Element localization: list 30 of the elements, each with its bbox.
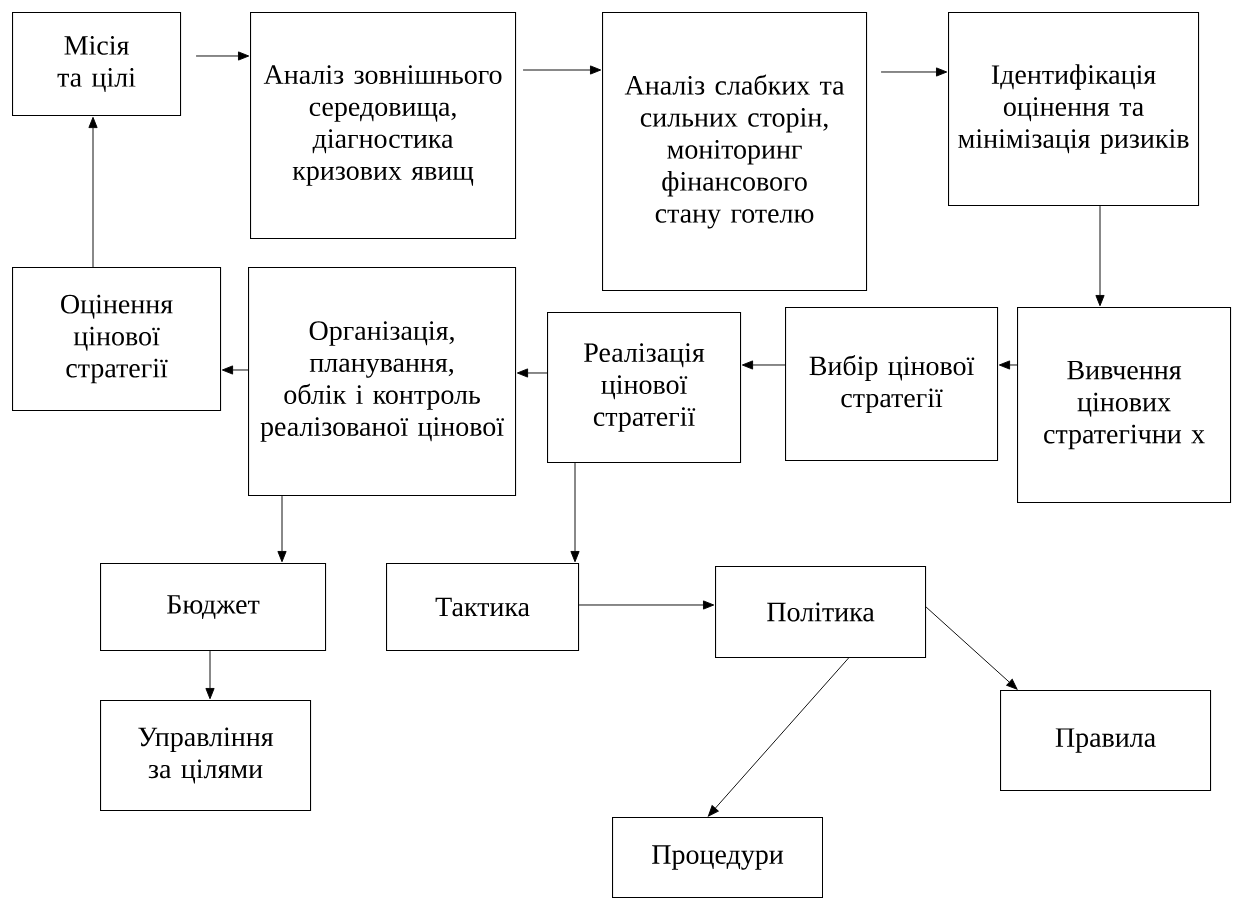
process-box: Вивчення цінових стратегічни х [1017,307,1232,504]
process-box: Вибір цінової стратегії [785,307,999,462]
arrow [277,495,287,563]
process-box: Оцінення цінової стратегії [12,267,222,412]
arrow [998,360,1018,370]
process-box: Тактика [386,563,580,652]
process-box: Політика [715,566,927,659]
process-box: Аналіз зовнішнього середовища, діагностика кризових явищ [250,12,517,240]
process-box: Правила [1000,690,1212,792]
arrow [925,606,1018,690]
process-box: Аналіз слабких та сильних сторін, моніторинг фінансового стану готелю [602,12,868,292]
process-box: Ідентифікація оцінення та мінімізація ризиків [948,12,1200,207]
arrow [221,365,249,375]
arrow [88,116,98,268]
arrow [741,360,786,370]
process-box: Бюджет [100,563,327,652]
arrow [578,600,715,610]
arrow [195,51,250,61]
arrow [516,368,548,378]
process-box: Організація, планування, облік і контроль реалізованої цінової [248,267,517,497]
arrow [570,462,580,563]
arrow [880,67,948,77]
arrow [707,657,849,817]
process-box: Реалізація цінової стратегії [547,312,742,464]
arrow [1095,205,1105,307]
process-box: Місія та цілі [12,12,182,117]
arrow [205,650,215,700]
process-box: Процедури [612,817,824,899]
process-box: Управління за цілями [100,700,312,812]
arrow [522,65,602,75]
